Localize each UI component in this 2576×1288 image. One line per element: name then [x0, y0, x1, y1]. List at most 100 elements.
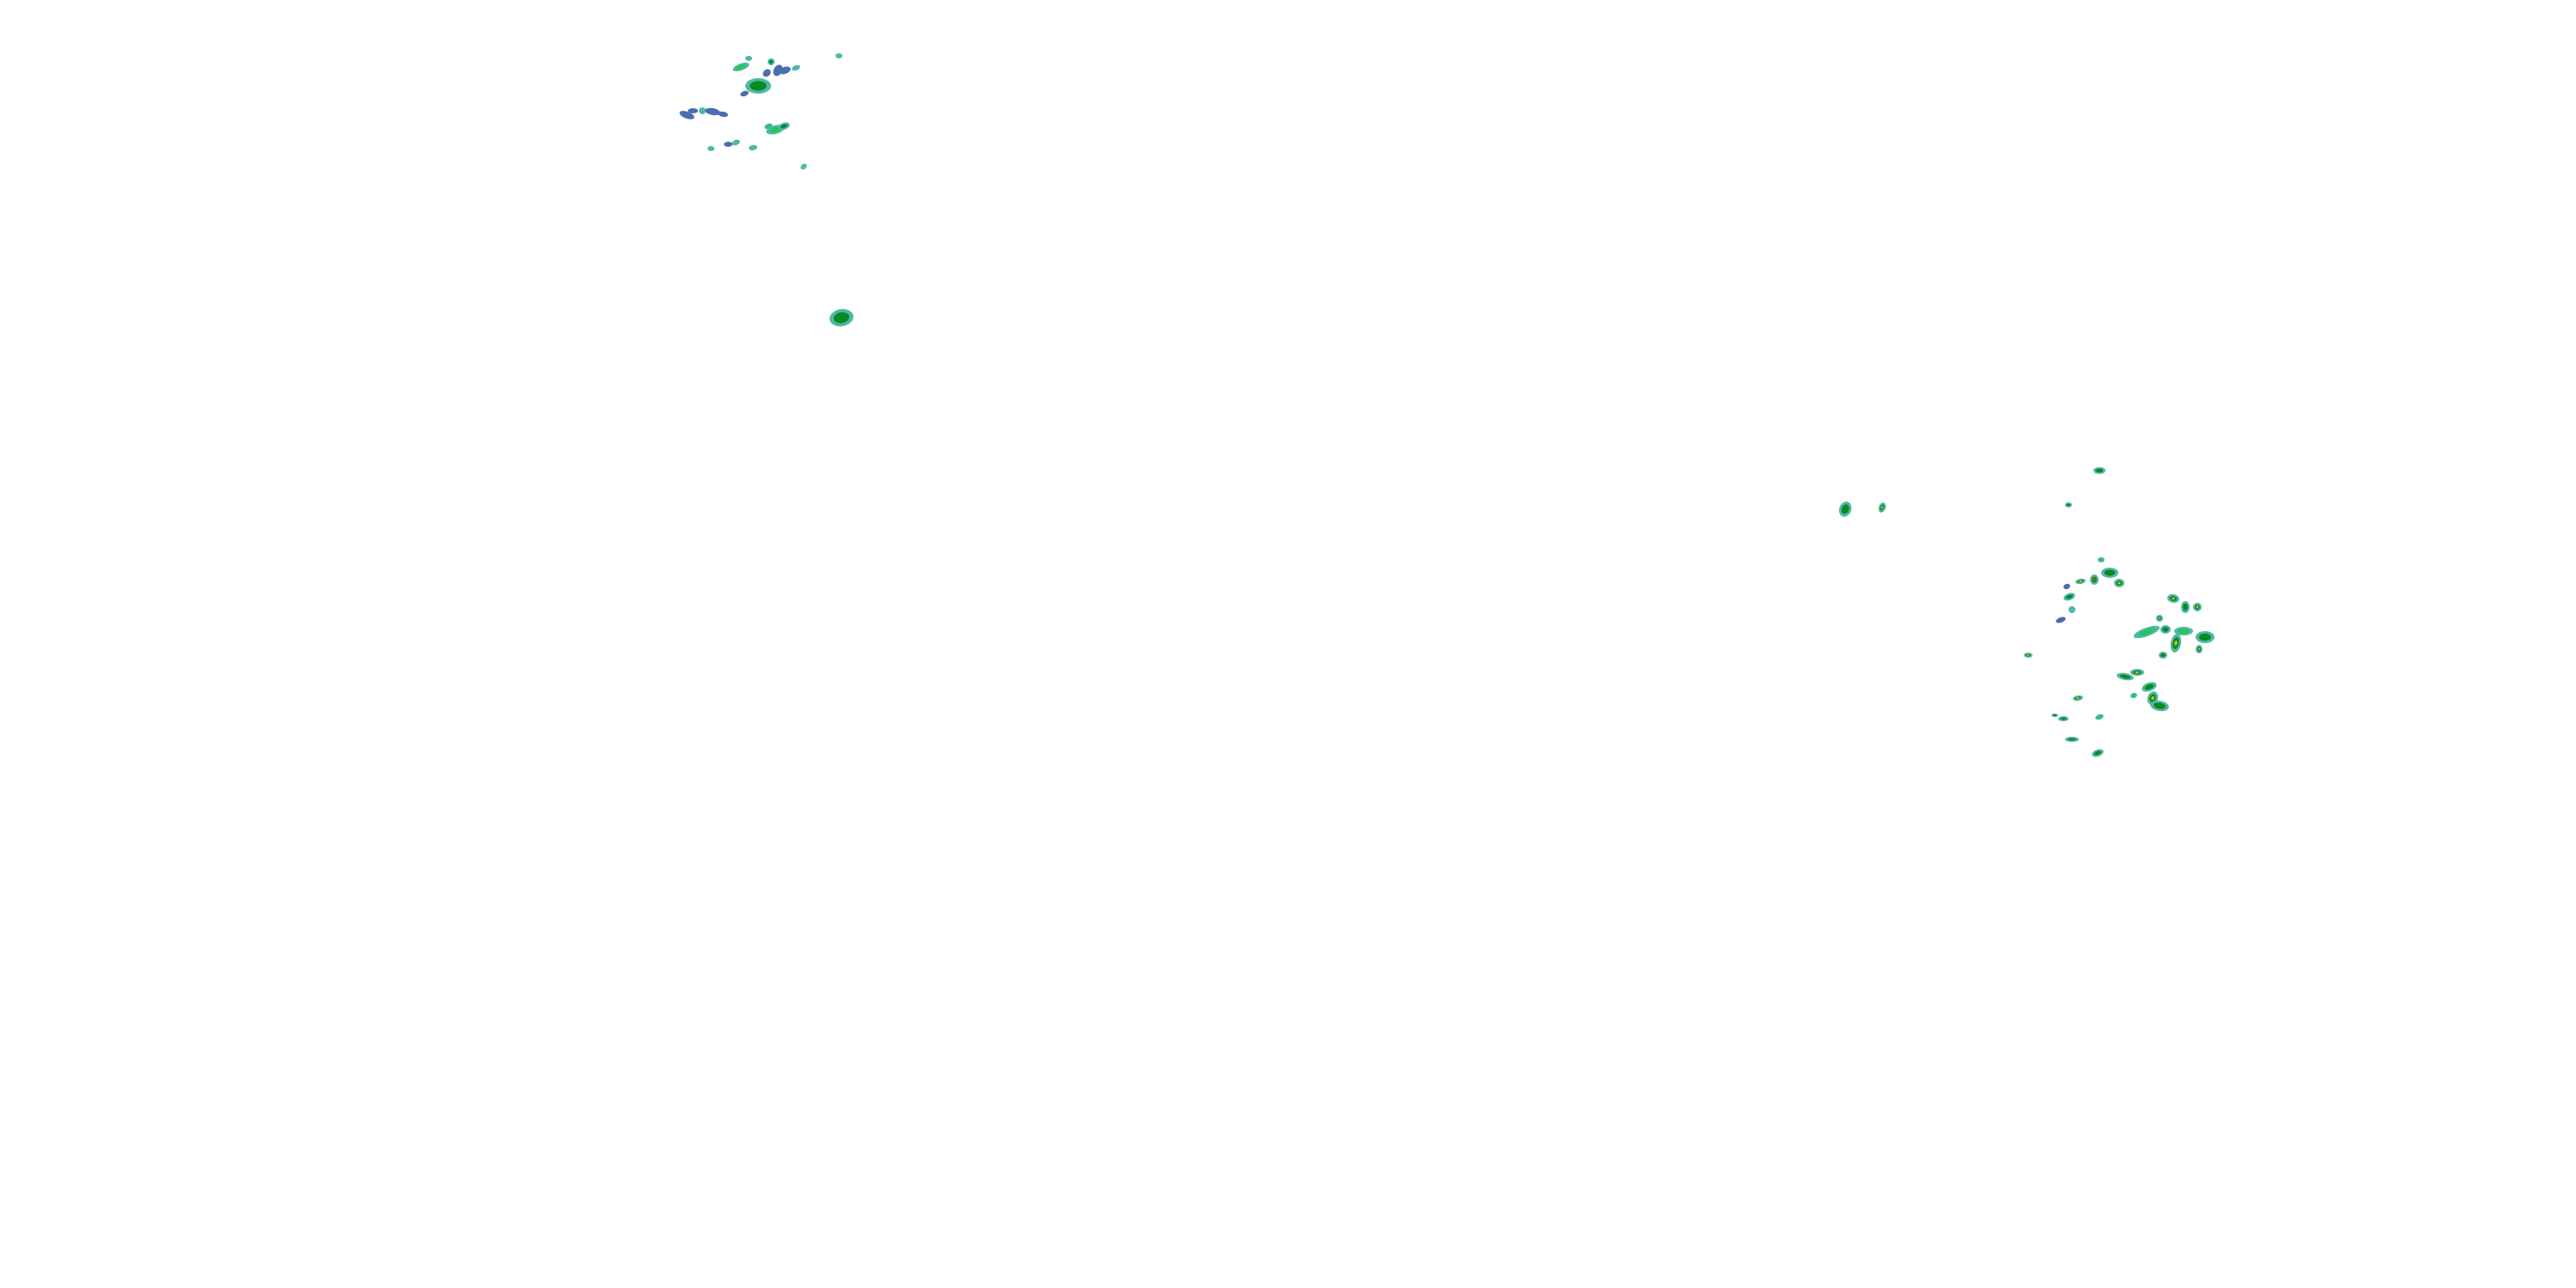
- precipitation-cell: [2093, 467, 2105, 474]
- precipitation-cell: [779, 66, 791, 75]
- precipitation-cell: [699, 107, 706, 114]
- precipitation-cell-core: [2097, 715, 2102, 719]
- precipitation-cell: [708, 146, 714, 151]
- precipitation-cell-peak: [2026, 654, 2030, 656]
- precipitation-cell: [745, 56, 752, 61]
- precipitation-cell-core: [2160, 653, 2166, 658]
- precipitation-cell: [1838, 501, 1852, 517]
- precipitation-cell: [2092, 749, 2104, 757]
- precipitation-cell: [2170, 634, 2182, 653]
- precipitation-cell-edge: [2063, 583, 2070, 590]
- precipitation-cell-core: [1841, 504, 1850, 514]
- precipitation-cell-core: [769, 59, 774, 64]
- precipitation-cell: [2069, 606, 2075, 613]
- precipitation-cell-core: [833, 312, 850, 324]
- precipitation-cell: [2133, 625, 2160, 639]
- precipitation-cell-core: [2144, 683, 2154, 690]
- precipitation-cell: [2090, 574, 2099, 585]
- precipitation-cell-edge: [679, 111, 695, 119]
- precipitation-cell-edge: [740, 90, 749, 97]
- precipitation-cell-edge: [718, 111, 728, 118]
- precipitation-cell-peak: [2198, 647, 2200, 651]
- precipitation-cell: [2101, 568, 2118, 578]
- precipitation-cell: [679, 111, 695, 119]
- precipitation-cell: [724, 142, 732, 147]
- precipitation-cell: [2159, 652, 2167, 659]
- precipitation-cell-edge: [708, 146, 714, 151]
- precipitation-cell: [1878, 502, 1886, 513]
- precipitation-cell-core: [766, 125, 771, 128]
- precipitation-cell-edge: [800, 163, 807, 170]
- precipitation-cell: [2150, 700, 2169, 712]
- precipitation-cell: [829, 308, 854, 327]
- precipitation-cell: [2065, 737, 2079, 742]
- precipitation-cell: [768, 58, 775, 65]
- precipitation-cell-core: [2199, 633, 2211, 641]
- precipitation-cell-peak: [1880, 506, 1884, 509]
- precipitation-cell-peak: [2159, 617, 2160, 619]
- precipitation-cell: [2117, 672, 2134, 681]
- precipitation-cell: [2130, 692, 2137, 699]
- precipitation-cell-core: [769, 126, 781, 133]
- precipitation-cell-core: [2093, 750, 2102, 756]
- precipitation-cell-core: [2060, 717, 2067, 720]
- precipitation-cell-edge: [2069, 606, 2075, 613]
- precipitation-cell: [2114, 579, 2124, 587]
- precipitation-cell-core: [2065, 594, 2074, 599]
- precipitation-cell: [2073, 695, 2083, 702]
- precipitation-cell-core: [2119, 674, 2131, 679]
- precipitation-cell-peak: [2079, 580, 2082, 583]
- precipitation-cell: [800, 163, 807, 170]
- precipitation-cell-edge: [732, 139, 740, 146]
- precipitation-cell: [2156, 615, 2163, 622]
- precipitation-cell: [778, 122, 790, 131]
- precipitation-cell-core: [2052, 714, 2057, 716]
- precipitation-cell: [705, 107, 720, 116]
- precipitation-cell-core: [2068, 738, 2076, 741]
- precipitation-cell-core: [2099, 558, 2104, 562]
- precipitation-cell-edge: [724, 142, 732, 147]
- precipitation-cell-edge: [2056, 617, 2066, 623]
- precipitation-cell: [2181, 601, 2190, 613]
- precipitation-cell-core: [736, 64, 746, 70]
- precipitation-cell: [2056, 617, 2066, 623]
- precipitation-cell: [2196, 645, 2202, 653]
- precipitation-cell-core: [2183, 603, 2188, 611]
- precipitation-cell: [2098, 557, 2105, 562]
- precipitation-cell-peak: [2076, 696, 2080, 700]
- precipitation-cell: [718, 111, 728, 118]
- precipitation-cell-edge: [792, 64, 800, 71]
- precipitation-cell: [762, 69, 771, 77]
- precipitation-cell-edge: [835, 53, 842, 58]
- precipitation-cell: [2063, 592, 2075, 601]
- precipitation-cell: [2051, 714, 2058, 717]
- precipitation-cell-core: [2154, 702, 2166, 709]
- precipitation-cell-core: [780, 124, 788, 129]
- precipitation-cell: [745, 78, 771, 94]
- precipitation-cell: [2196, 631, 2215, 643]
- precipitation-cell-core: [2066, 503, 2071, 507]
- precipitation-cell: [792, 64, 800, 71]
- precipitation-cell-peak: [2196, 605, 2199, 609]
- precipitation-cell: [835, 53, 842, 58]
- precipitation-cell: [2065, 502, 2072, 507]
- precipitation-cell: [2075, 578, 2086, 585]
- precipitation-cell-edge: [699, 107, 706, 114]
- precipitation-cell-peak: [2117, 581, 2121, 585]
- precipitation-cell-core: [2178, 629, 2190, 634]
- precipitation-cell-core: [2095, 468, 2104, 473]
- precipitation-cell: [2193, 603, 2202, 611]
- precipitation-cell-edge: [705, 107, 720, 116]
- precipitation-cell-edge: [762, 69, 771, 77]
- precipitation-cell: [740, 90, 749, 97]
- precipitation-cell: [749, 144, 757, 151]
- precipitation-cell: [2160, 625, 2171, 634]
- precipitation-cell: [688, 108, 698, 113]
- precipitation-cell: [2095, 714, 2104, 720]
- precipitation-cell: [732, 62, 750, 72]
- precipitation-cell: [2024, 653, 2032, 658]
- precipitation-cell-peak: [2174, 641, 2178, 646]
- precipitation-cell: [732, 139, 740, 146]
- precipitation-cell-core: [2138, 628, 2155, 636]
